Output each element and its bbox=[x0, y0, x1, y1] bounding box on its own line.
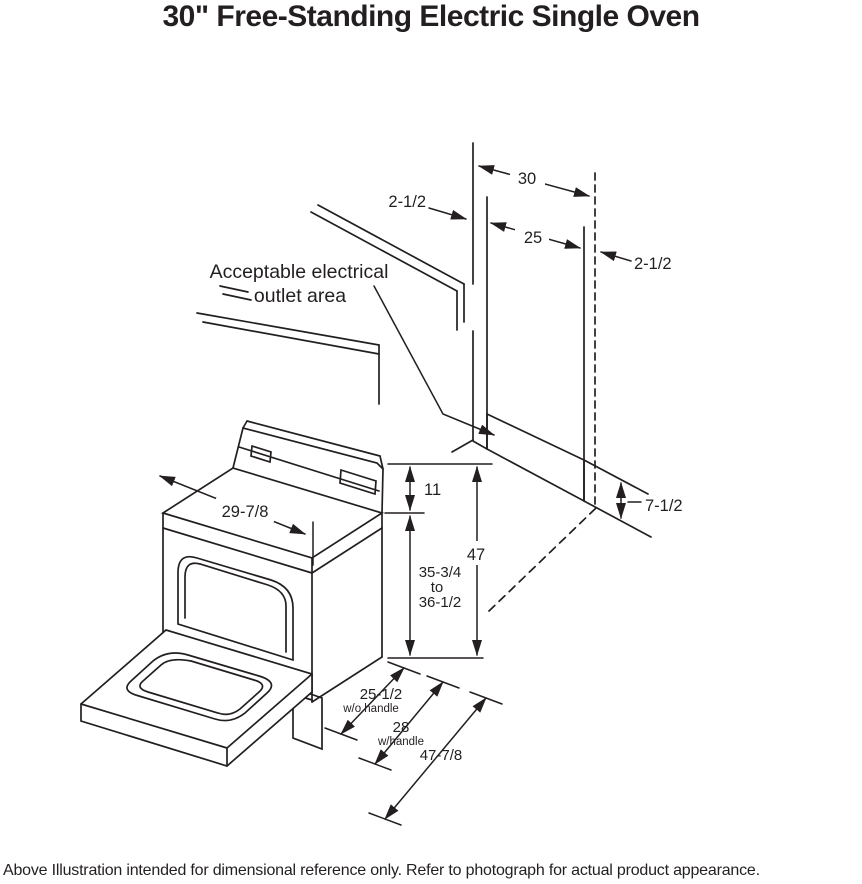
door-window-inner bbox=[139, 658, 264, 716]
backsplash-top-front-line bbox=[310, 211, 458, 292]
backguard-outline bbox=[232, 426, 384, 514]
leader-2half-left bbox=[428, 207, 467, 220]
backsplash-top-rear-line bbox=[317, 204, 465, 285]
wall-lines-group bbox=[451, 142, 652, 612]
dim-label-30: 30 bbox=[518, 170, 536, 188]
dim-label-2half-right: 2-1/2 bbox=[634, 255, 672, 273]
dim-label-2half-left: 2-1/2 bbox=[388, 193, 426, 211]
dim-label-47: 47 bbox=[467, 546, 485, 564]
label-plate bbox=[515, 225, 549, 249]
backguard-control-panel bbox=[232, 420, 384, 514]
dim-label-35-min: 35-3/4 bbox=[419, 564, 462, 581]
counter-front-edge-line bbox=[196, 312, 380, 346]
drawer-corner-panel bbox=[292, 686, 323, 751]
dim-label-11: 11 bbox=[424, 481, 441, 499]
backguard-right-display-window bbox=[339, 468, 377, 496]
ticks-47-78 bbox=[368, 691, 503, 826]
dim-line-47-78 bbox=[384, 697, 487, 820]
dim-note-w-handle: w/handle bbox=[377, 736, 424, 748]
page-title: 30" Free-Standing Electric Single Oven bbox=[162, 0, 700, 33]
dim-label-35-joiner: to bbox=[431, 579, 444, 596]
open-door-panel bbox=[80, 629, 313, 767]
annotation-line2: outlet area bbox=[254, 285, 346, 307]
open-door-edge-lines bbox=[80, 673, 313, 767]
electrical-outlet-area bbox=[486, 412, 585, 503]
dim-line-25half bbox=[340, 667, 405, 735]
dim-label-29: 29-7/8 bbox=[222, 503, 269, 521]
dim-label-47-78: 47-7/8 bbox=[420, 747, 463, 764]
counter-rear-edge-marks bbox=[219, 285, 252, 301]
counter-front-thickness-line bbox=[202, 321, 380, 355]
oven-cavity-opening-inner-line bbox=[184, 562, 287, 653]
dim-label-25: 25 bbox=[524, 229, 542, 247]
dim-label-35-max: 36-1/2 bbox=[419, 594, 462, 611]
label-plate bbox=[216, 498, 274, 522]
annotation-line1: Acceptable electrical bbox=[210, 261, 389, 283]
dim-note-wo-handle: w/o handle bbox=[342, 703, 399, 715]
outlet-bottom-extension-line bbox=[583, 500, 652, 538]
backguard-inner-band-line bbox=[238, 446, 380, 492]
label-plate bbox=[510, 163, 545, 189]
backguard-top-face-lines bbox=[242, 420, 384, 470]
outlet-top-extension-line bbox=[583, 459, 649, 495]
oven-cavity-opening-outline bbox=[177, 555, 294, 662]
dim-label-25half: 25-1/2 bbox=[360, 686, 403, 703]
dim-label-7half: 7-1/2 bbox=[645, 497, 683, 515]
door-window-outer bbox=[126, 652, 273, 722]
floor-dashed-line bbox=[488, 507, 597, 612]
oven-door-open-group bbox=[80, 629, 313, 767]
wall-base-left-segment bbox=[472, 440, 488, 450]
countertop-group bbox=[196, 204, 465, 405]
cooktop-trim-band bbox=[162, 512, 383, 574]
backguard-left-display-window bbox=[250, 444, 272, 464]
dim-label-28: 28 bbox=[393, 719, 410, 736]
leader-outlet-area bbox=[373, 285, 495, 436]
floor-corner-tick bbox=[451, 439, 474, 453]
leader-2half-right bbox=[600, 251, 632, 262]
dimension-labels-group: 30 2-1/2 25 2-1/2 Acceptable electrical … bbox=[210, 163, 683, 764]
footnote-text: Above Illustration intended for dimensio… bbox=[3, 862, 760, 879]
ticks-25half bbox=[324, 661, 421, 741]
label-plate bbox=[463, 541, 490, 565]
